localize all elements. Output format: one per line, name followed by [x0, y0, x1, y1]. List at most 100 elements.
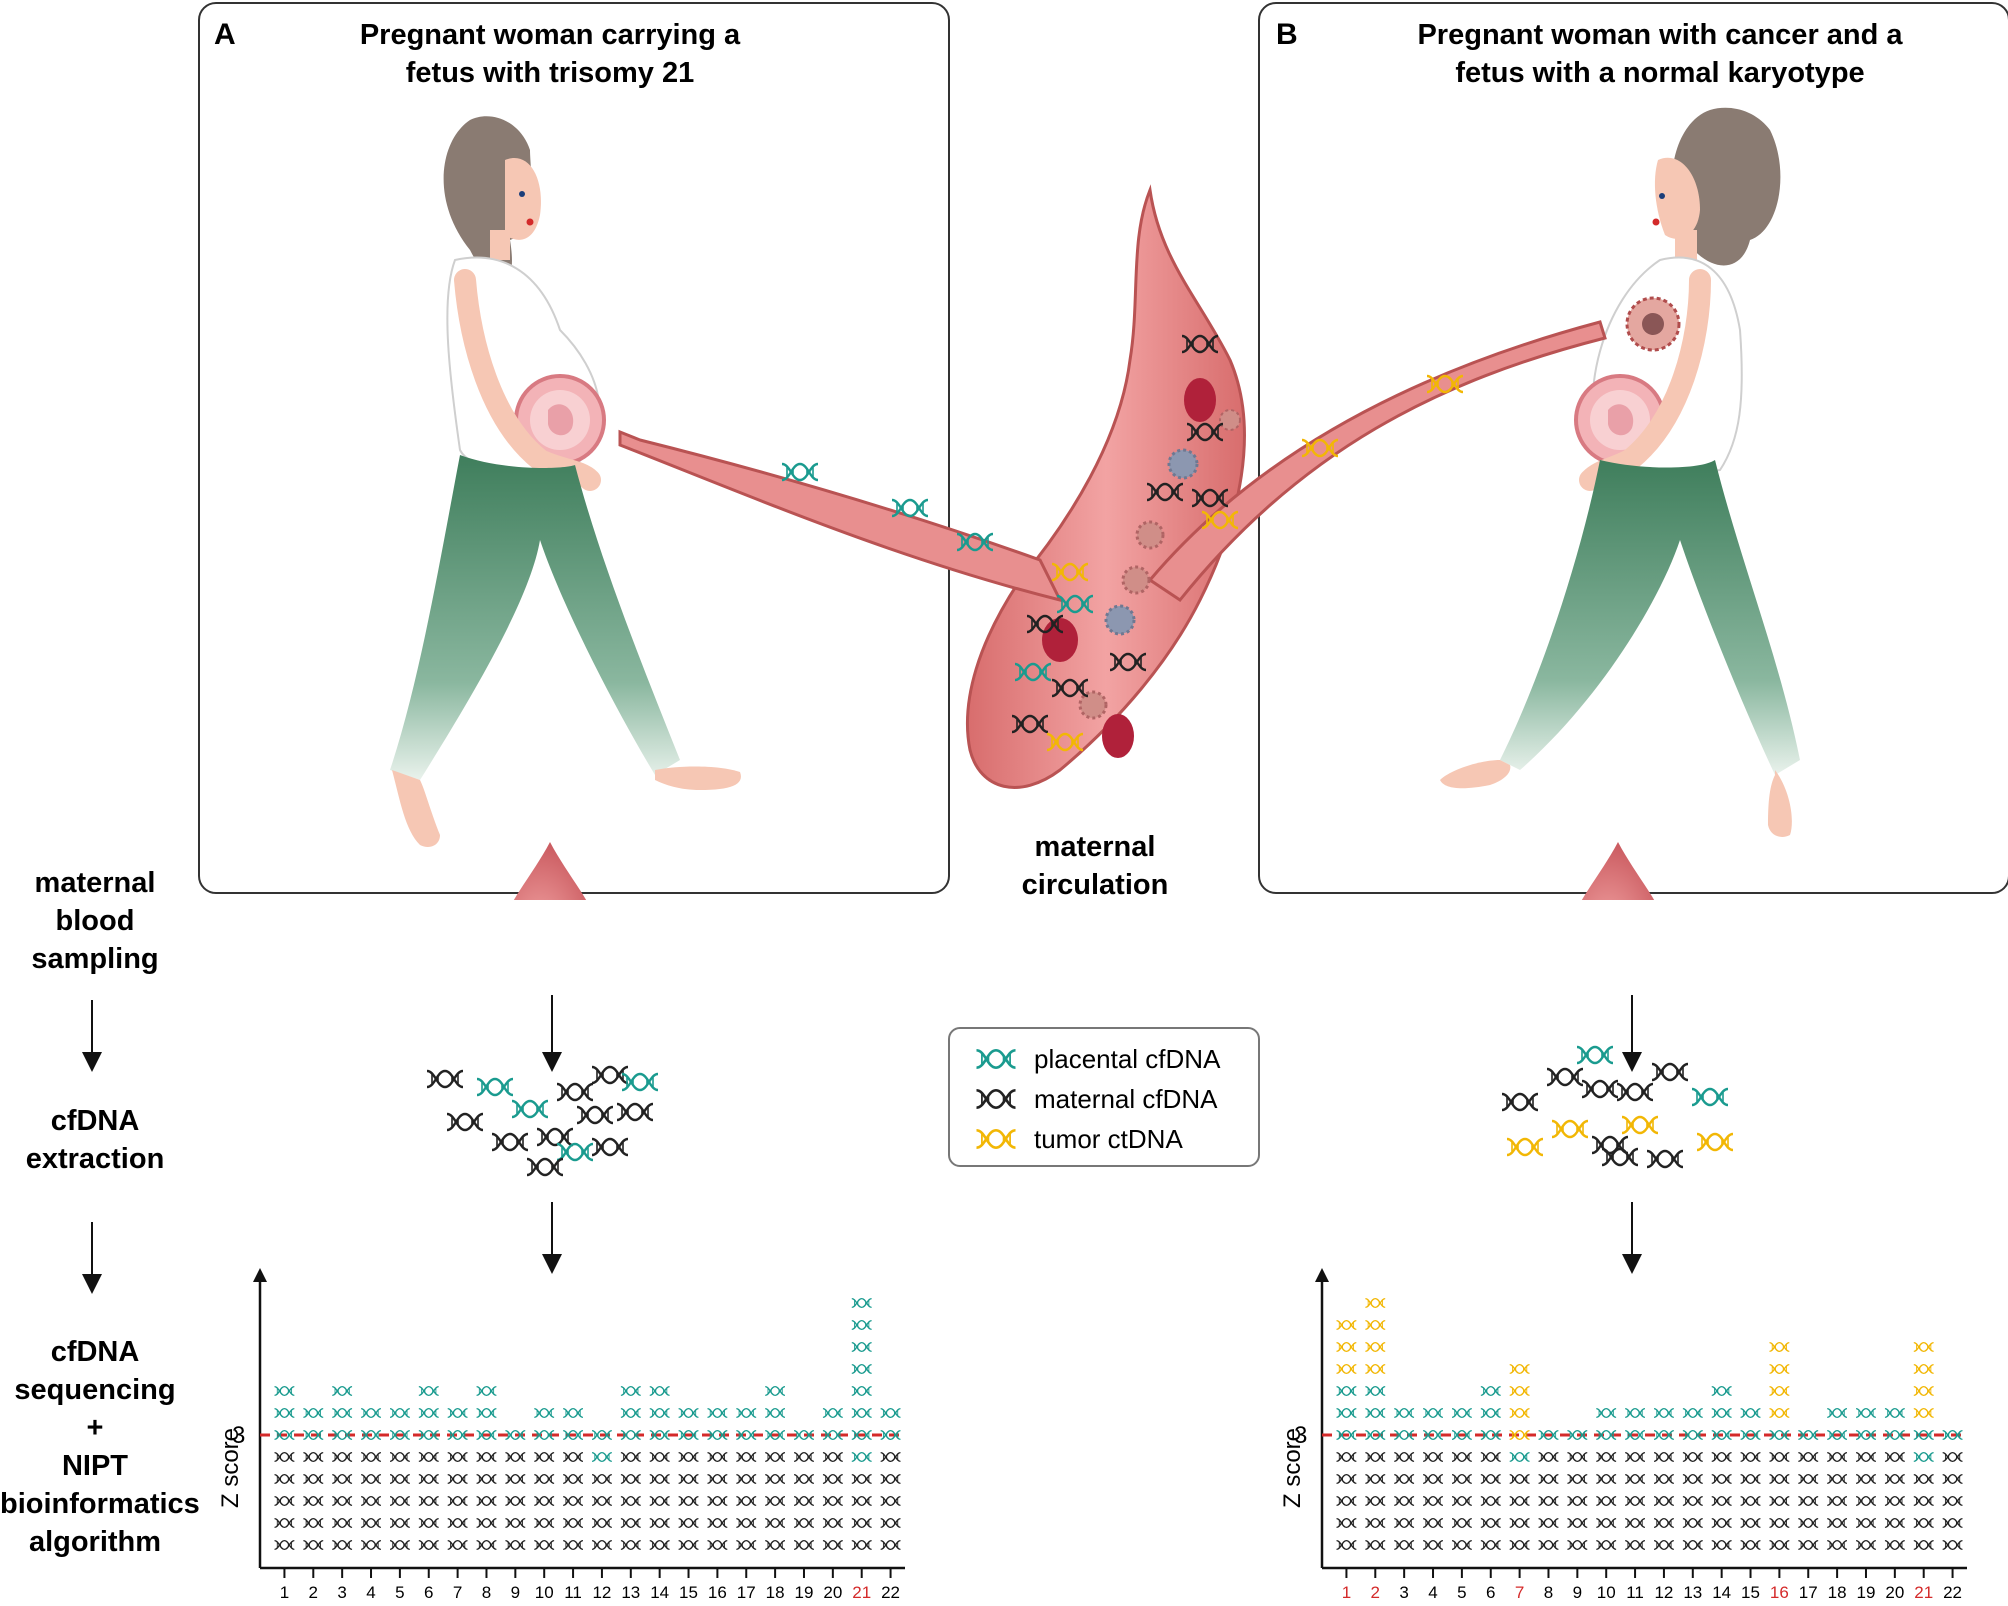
dna-mark — [649, 1473, 671, 1485]
panel-b-letter: B — [1276, 18, 1298, 51]
dna-mark — [1797, 1429, 1819, 1441]
dna-mark — [851, 1297, 873, 1309]
dna-cluster-a — [425, 1065, 660, 1177]
x-tick-label: 16 — [1770, 1583, 1789, 1602]
dna-mark — [706, 1473, 728, 1485]
dna-mark — [879, 1539, 902, 1551]
x-tick-label: 4 — [366, 1583, 375, 1602]
x-tick-label: 14 — [1712, 1583, 1731, 1602]
dna-mark — [1364, 1297, 1386, 1309]
dna-mark — [1711, 1539, 1733, 1551]
x-tick-label: 6 — [424, 1583, 433, 1602]
dna-mark — [1624, 1539, 1646, 1551]
dna-mark — [533, 1429, 555, 1441]
dna-mark — [1595, 1451, 1617, 1463]
dna-mark — [735, 1517, 757, 1529]
dna-mark — [1826, 1495, 1848, 1507]
dna-mark — [1855, 1517, 1877, 1529]
dna-mark — [418, 1517, 440, 1529]
dna-mark — [504, 1495, 526, 1507]
dna-mark — [475, 1451, 498, 1463]
x-tick-label: 9 — [511, 1583, 520, 1602]
dna-mark — [1335, 1539, 1358, 1551]
x-tick-label: 14 — [650, 1583, 669, 1602]
dna-mark — [1739, 1407, 1762, 1419]
dna-mark — [1913, 1385, 1935, 1397]
x-tick-label: 4 — [1428, 1583, 1437, 1602]
dna-mark — [533, 1473, 555, 1485]
illustration-layer — [390, 107, 1800, 900]
dna-mark — [1595, 1407, 1617, 1419]
dna-mark — [1768, 1451, 1790, 1463]
dna-mark — [1653, 1451, 1675, 1463]
x-tick-label: 10 — [1597, 1583, 1616, 1602]
dna-mark — [1682, 1517, 1704, 1529]
step-sequencing: cfDNA sequencing + NIPT bioinformatics a… — [0, 1333, 200, 1561]
dna-mark — [1855, 1539, 1877, 1551]
dna-mark — [1566, 1517, 1588, 1529]
dna-mark — [1480, 1407, 1502, 1419]
x-tick-label: 17 — [1799, 1583, 1818, 1602]
dna-mark — [677, 1451, 700, 1463]
dna-mark — [764, 1517, 786, 1529]
dna-mark — [302, 1451, 324, 1463]
dna-mark — [1826, 1451, 1848, 1463]
dna-mark — [1797, 1473, 1819, 1485]
y-axis-label: Z score — [1279, 1428, 1306, 1508]
dna-mark — [389, 1495, 411, 1507]
dna-mark — [562, 1517, 584, 1529]
dna-mark — [1855, 1451, 1877, 1463]
dna-mark — [620, 1407, 642, 1419]
dna-mark — [1509, 1451, 1531, 1463]
dna-mark — [879, 1473, 902, 1485]
dna-mark — [360, 1495, 382, 1507]
dna-mark — [533, 1451, 555, 1463]
dna-mark — [620, 1451, 642, 1463]
dna-mark — [1422, 1517, 1444, 1529]
dna-mark — [764, 1495, 786, 1507]
dna-mark — [1393, 1473, 1415, 1485]
dna-mark — [1393, 1407, 1415, 1419]
dna-mark — [1682, 1429, 1704, 1441]
dna-mark — [1768, 1407, 1790, 1419]
dna-mark — [447, 1495, 469, 1507]
y-axis-arrow — [253, 1268, 267, 1282]
dna-mark — [331, 1473, 353, 1485]
dna-mark — [1711, 1407, 1733, 1419]
dna-cluster-b — [1500, 1045, 1735, 1169]
dna-mark — [331, 1429, 353, 1441]
dna-mark — [302, 1473, 324, 1485]
dna-mark — [706, 1451, 728, 1463]
dna-mark — [706, 1495, 728, 1507]
dna-mark — [764, 1473, 786, 1485]
dna-mark — [793, 1517, 815, 1529]
dna-mark — [822, 1473, 844, 1485]
dna-mark — [1739, 1473, 1762, 1485]
dna-mark — [822, 1517, 844, 1529]
dna-mark — [331, 1539, 353, 1551]
x-tick-label: 18 — [1828, 1583, 1847, 1602]
dna-mark — [1509, 1517, 1531, 1529]
panel-b-title-line2: fetus with a normal karyotype — [1455, 57, 1865, 89]
dna-mark — [1913, 1407, 1935, 1419]
x-tick-label: 5 — [395, 1583, 404, 1602]
dna-mark — [273, 1385, 296, 1397]
dna-mark — [851, 1517, 873, 1529]
dna-mark — [1364, 1495, 1386, 1507]
dna-mark — [1364, 1473, 1386, 1485]
panel-a-title: Pregnant woman carrying a fetus with tri… — [300, 16, 800, 92]
dna-mark — [851, 1473, 873, 1485]
dna-mark — [793, 1495, 815, 1507]
dna-mark — [649, 1407, 671, 1419]
dna-mark — [389, 1539, 411, 1551]
dna-mark — [1855, 1407, 1877, 1419]
dna-mark — [879, 1517, 902, 1529]
dna-mark — [475, 1517, 498, 1529]
dna-mark — [475, 1385, 498, 1397]
dna-mark — [1739, 1495, 1762, 1507]
dna-mark — [1768, 1539, 1790, 1551]
dna-mark — [1739, 1517, 1762, 1529]
threshold-label: 3 — [1294, 1422, 1307, 1449]
dna-mark — [879, 1495, 902, 1507]
